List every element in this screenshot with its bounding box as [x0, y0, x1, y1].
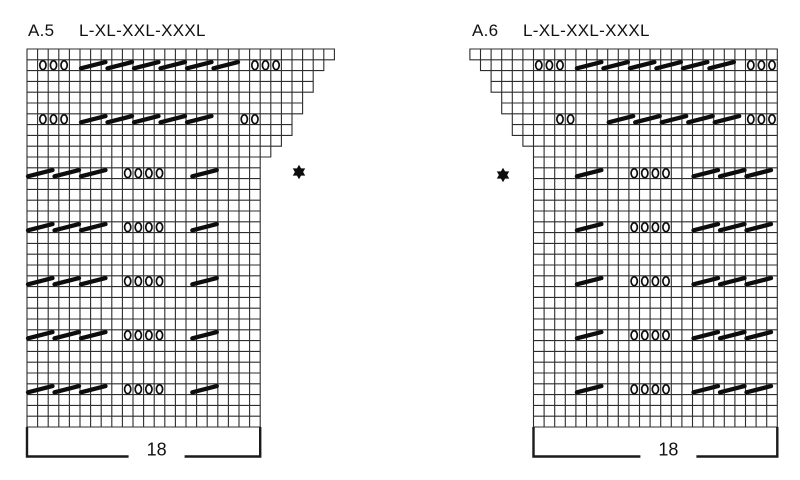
chart-a6-sizes: L-XL-XXL-XXXL — [523, 21, 650, 40]
chart-a6-grid: 18 — [469, 48, 779, 460]
star-icon — [496, 167, 510, 183]
decrease-symbols — [574, 59, 774, 395]
chart-a6-label: A.6 — [472, 21, 499, 40]
repeat-count-label: 18 — [658, 440, 678, 460]
chart-a5-sizes: L-XL-XXL-XXXL — [79, 21, 206, 40]
yarn-over-symbols — [38, 59, 281, 395]
chart-a5-label: A.5 — [28, 21, 55, 40]
chart-a5-grid: 18 — [25, 48, 335, 460]
grid-lines — [26, 48, 335, 428]
decrease-symbols — [25, 59, 241, 395]
yarn-over-symbols — [534, 59, 776, 395]
grid-lines — [469, 48, 778, 428]
star-icon — [292, 164, 306, 180]
repeat-count-label: 18 — [147, 440, 167, 460]
stitch-bracket — [532, 427, 779, 458]
stitch-bracket — [25, 427, 262, 458]
